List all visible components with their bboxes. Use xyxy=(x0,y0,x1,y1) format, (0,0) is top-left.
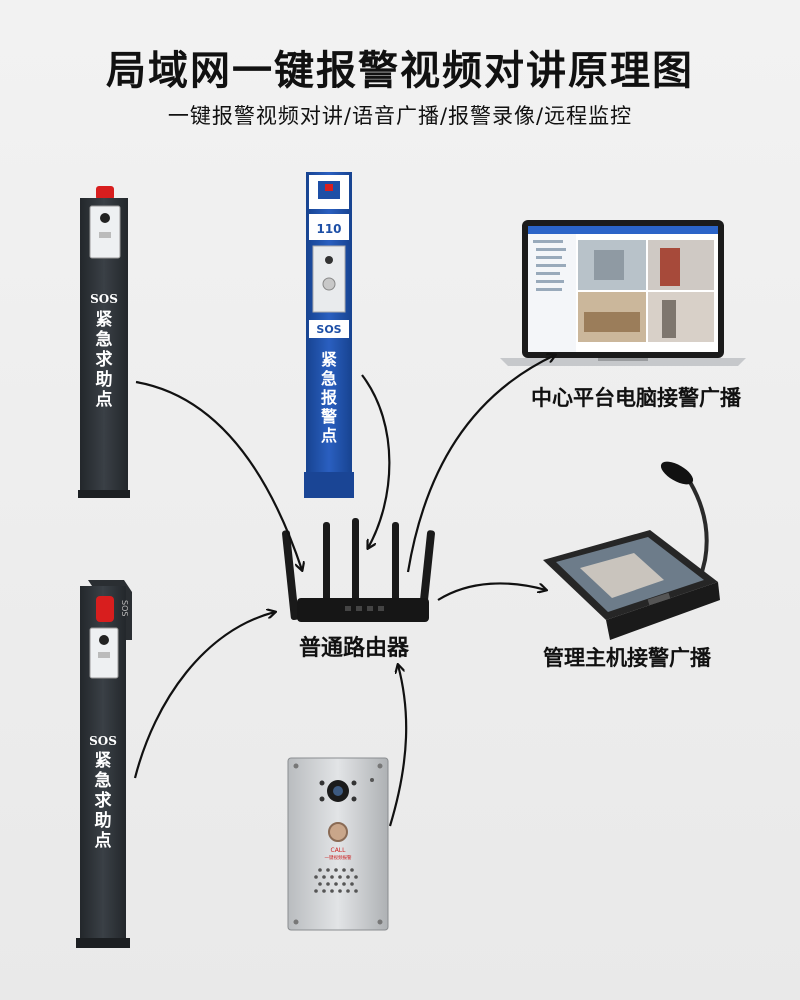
camera-icon xyxy=(325,256,333,264)
connection-arrows xyxy=(133,355,555,827)
post-vertical-text: 紧 急 求 助 点 xyxy=(96,310,113,410)
svg-text:急: 急 xyxy=(95,770,112,791)
speaker-grille xyxy=(314,868,358,893)
svg-text:警: 警 xyxy=(320,407,337,426)
svg-text:报: 报 xyxy=(321,388,337,407)
svg-text:求: 求 xyxy=(95,790,112,811)
svg-text:急: 急 xyxy=(321,369,337,388)
post-sos-text: SOS xyxy=(89,734,117,748)
call-caption: 一键视频报警 xyxy=(325,854,352,861)
post-vertical-text: 紧 急 报 警 点 xyxy=(320,350,337,445)
arrow-router-to-host xyxy=(437,582,546,601)
camera-icon xyxy=(99,635,109,645)
svg-text:助: 助 xyxy=(96,369,113,390)
wall-intercom-panel: CALL 一键视频报警 xyxy=(287,757,389,931)
page-title: 局域网一键报警视频对讲原理图 xyxy=(106,48,694,94)
page-subtitle: 一键报警视频对讲/语音广播/报警录像/远程监控 xyxy=(167,104,633,128)
call-button-icon xyxy=(322,277,336,291)
antenna-icon xyxy=(352,518,359,610)
arrow-bottom-left-to-router xyxy=(133,612,275,779)
antenna-icon xyxy=(323,522,330,610)
call-text: CALL xyxy=(331,847,347,854)
svg-text:点: 点 xyxy=(321,426,337,445)
alarm-light-icon xyxy=(325,184,333,191)
antenna-icon xyxy=(282,530,299,621)
alarm-light-icon xyxy=(96,596,114,622)
management-host-device xyxy=(543,461,720,640)
svg-text:紧: 紧 xyxy=(321,350,337,369)
svg-text:助: 助 xyxy=(95,810,112,831)
post-sos-text: SOS xyxy=(90,292,118,306)
svg-text:紧: 紧 xyxy=(95,751,112,771)
app-toolbar xyxy=(528,226,718,234)
alarm-light-icon xyxy=(96,186,114,200)
router-device xyxy=(282,518,435,622)
laptop-device xyxy=(500,220,746,366)
svg-text:求: 求 xyxy=(96,349,113,370)
arrow-router-to-laptop xyxy=(406,355,555,573)
device-tree xyxy=(528,234,576,352)
camera-icon xyxy=(100,213,110,223)
sos-post-bottom-left: SOS SOS 紧 急 求 助 点 xyxy=(76,580,132,948)
host-label: 管理主机接警广播 xyxy=(543,646,712,670)
post-number: 110 xyxy=(316,222,341,236)
microphone-icon xyxy=(660,461,694,485)
svg-text:点: 点 xyxy=(95,830,112,851)
antenna-icon xyxy=(418,530,435,621)
sos-post-top-left: SOS 紧 急 求 助 点 xyxy=(78,186,130,498)
post-sos-text: SOS xyxy=(316,323,341,336)
antenna-icon xyxy=(392,522,399,610)
arrow-top-left-to-router xyxy=(135,380,302,570)
laptop-label: 中心平台电脑接警广播 xyxy=(531,386,742,410)
svg-text:点: 点 xyxy=(96,389,113,410)
police-post-blue: 110 SOS 紧 急 报 警 点 xyxy=(304,172,354,498)
post-side-sos-text: SOS xyxy=(120,600,129,616)
gooseneck-mic-stand xyxy=(688,480,709,581)
svg-text:急: 急 xyxy=(96,329,113,350)
call-button-icon xyxy=(328,822,348,842)
video-feed-4 xyxy=(648,292,714,342)
arrow-blue-post-to-router xyxy=(361,374,391,548)
svg-text:紧: 紧 xyxy=(96,310,113,330)
arrow-panel-to-router xyxy=(388,665,408,827)
video-feed-2 xyxy=(648,240,714,290)
post-vertical-text: 紧 急 求 助 点 xyxy=(95,751,112,851)
router-label: 普通路由器 xyxy=(299,635,410,661)
